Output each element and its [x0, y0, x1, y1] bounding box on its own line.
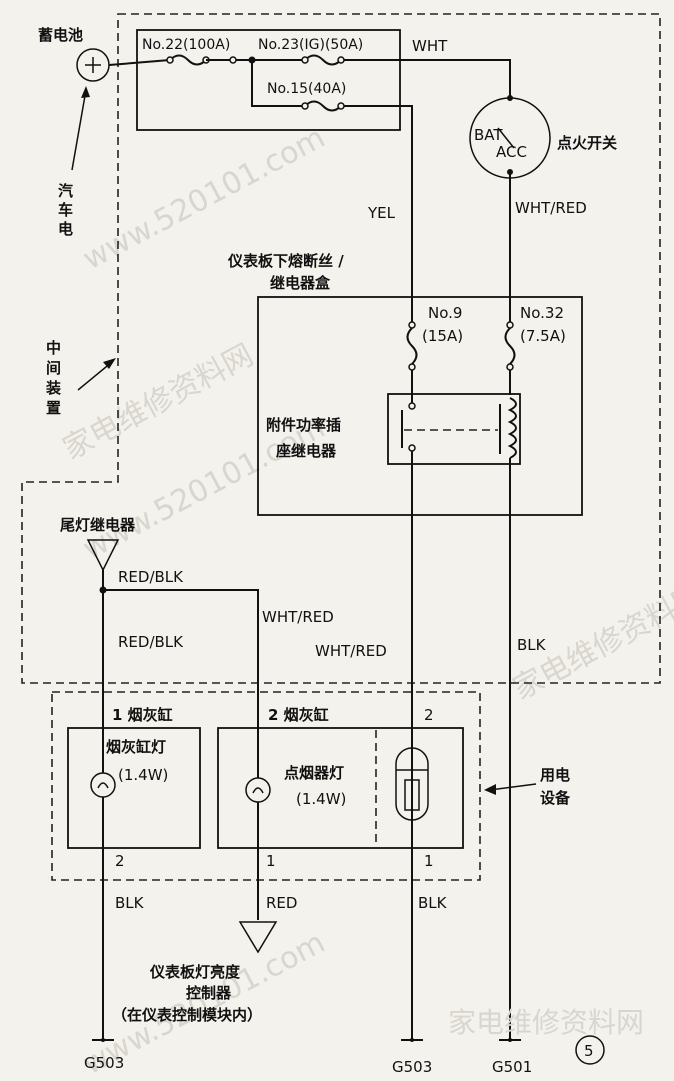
ashtray-lamp-label: 烟灰缸灯	[106, 738, 166, 756]
power-source-label: 汽 车 电	[58, 182, 73, 238]
svg-text:装: 装	[45, 379, 62, 397]
accessory-relay-box	[387, 393, 521, 465]
tail-relay-symbol	[86, 539, 120, 572]
middle-device-label: 中 间 装 置	[45, 339, 62, 417]
ign-acc-label: ACC	[496, 143, 527, 161]
watermark: www.520101.com www.520101.com www.520101…	[57, 120, 674, 1081]
wire-yel-label: YEL	[367, 204, 396, 222]
power-source-arrow	[71, 89, 87, 171]
wire-red-blk-a: RED/BLK	[118, 568, 184, 586]
load-device-label-2: 设备	[540, 789, 571, 807]
fuse-32-no: No.32	[520, 304, 564, 322]
watermark-cn-left: 家电维修资料网	[57, 338, 259, 467]
load-device-arrow	[489, 783, 537, 791]
ground-g503-left	[92, 1038, 114, 1042]
ashtray-bulb-icon	[90, 772, 116, 798]
svg-text:电: 电	[58, 220, 73, 238]
dimmer-label-3: （在仪表控制模块内）	[112, 1006, 262, 1024]
ashtray-1-label: 1 烟灰缸	[112, 706, 173, 724]
relay-coil-icon	[507, 397, 517, 459]
middle-device-arrow	[77, 361, 113, 391]
lighter-lamp-label: 点烟器灯	[284, 764, 344, 782]
fuse-9-no: No.9	[428, 304, 462, 322]
ground-2-label: G503	[392, 1058, 432, 1076]
dimmer-label-2: 控制器	[186, 984, 232, 1002]
pin-2-top: 2	[424, 706, 434, 724]
under-hood-fuse-box	[136, 29, 401, 131]
fuse-9-amp: (15A)	[422, 327, 463, 345]
under-dash-fuse-relay-box	[257, 296, 583, 516]
ign-bat-label: BAT	[474, 126, 503, 144]
fuse-15-symbol	[304, 100, 342, 112]
ignition-switch-label: 点火开关	[557, 134, 617, 152]
wire-blk-mid: BLK	[418, 894, 448, 912]
wire-wht-red-top-label: WHT/RED	[515, 199, 587, 217]
fuse-32-symbol	[504, 327, 516, 365]
wire-wht-label: WHT	[412, 37, 448, 55]
lighter-bulb-icon	[245, 777, 271, 803]
svg-text:汽: 汽	[58, 182, 73, 200]
tail-relay-label: 尾灯继电器	[60, 516, 136, 534]
svg-text:间: 间	[46, 359, 61, 377]
fuse-32-amp: (7.5A)	[520, 327, 566, 345]
figure-number-circle	[575, 1035, 605, 1065]
svg-text:置: 置	[46, 399, 61, 417]
wire-blk-left: BLK	[115, 894, 145, 912]
figure-number: 5	[584, 1042, 594, 1060]
wire-wht-red-a: WHT/RED	[262, 608, 334, 626]
load-device-label-1: 用电	[540, 766, 570, 784]
watermark-banner: 家电维修资料网	[448, 1006, 644, 1039]
fuse-23-label: No.23(IG)(50A)	[258, 37, 363, 53]
fuse-22-symbol	[169, 54, 207, 66]
pin-bottom-1b: 1	[424, 852, 434, 870]
fuse-box-title-1: 仪表板下熔断丝 /	[227, 252, 344, 270]
svg-text:车: 车	[58, 201, 73, 219]
fuse-9-symbol	[406, 327, 418, 365]
wire-blk-right: BLK	[517, 636, 547, 654]
ashtray-2-label: 2 烟灰缸	[268, 706, 329, 724]
fuse-22-label: No.22(100A)	[142, 37, 230, 53]
wire-red: RED	[266, 894, 297, 912]
pin-bottom-1a: 1	[266, 852, 276, 870]
ground-3-label: G501	[492, 1058, 532, 1076]
lighter-box	[217, 727, 464, 849]
dimmer-label-1: 仪表板灯亮度	[149, 963, 241, 981]
fuse-23-symbol	[304, 54, 342, 66]
relay-label-1: 附件功率插	[266, 416, 341, 434]
ground-1-label: G503	[84, 1054, 124, 1072]
lighter-lamp-w: (1.4W)	[296, 790, 346, 808]
load-device-boundary	[51, 691, 481, 881]
ashtray-lamp-w: (1.4W)	[118, 766, 168, 784]
relay-label-2: 座继电器	[275, 442, 337, 460]
battery-label: 蓄电池	[38, 26, 83, 44]
ashtray-lamp-box	[67, 727, 201, 849]
fuse-box-title-2: 继电器盒	[270, 274, 331, 292]
ground-g501	[499, 1038, 521, 1042]
dimmer-symbol	[238, 921, 278, 954]
fuse-15-label: No.15(40A)	[267, 81, 346, 97]
wire-red-blk-b: RED/BLK	[118, 633, 184, 651]
svg-text:中: 中	[46, 339, 61, 357]
cigarette-lighter-icon	[395, 747, 429, 821]
pin-bottom-2: 2	[115, 852, 125, 870]
ground-g503-mid	[401, 1038, 423, 1042]
wire-wht-red-b: WHT/RED	[315, 642, 387, 660]
middle-device-boundary	[21, 13, 661, 684]
